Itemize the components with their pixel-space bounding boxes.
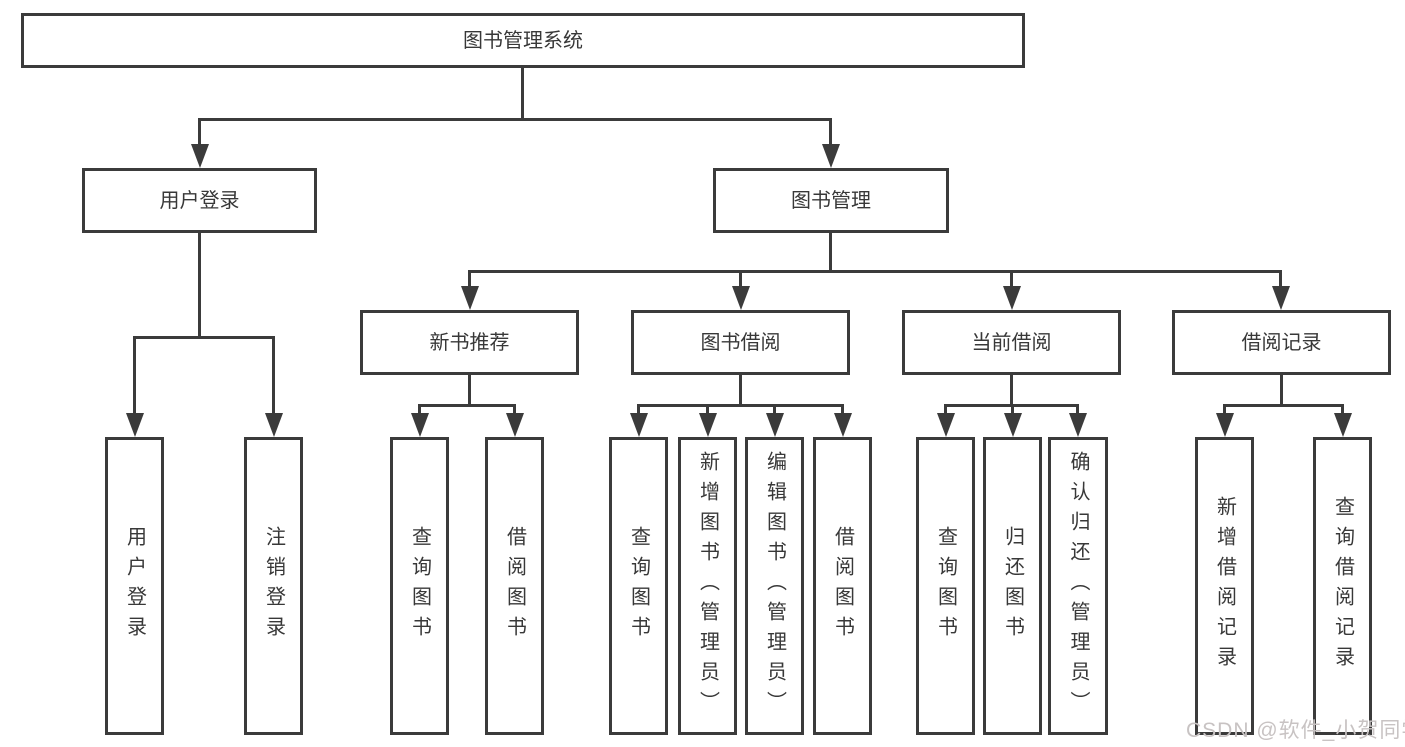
leaf-return-books: 归还图书 (983, 437, 1042, 735)
connector-line (133, 336, 136, 415)
leaf-query-books-recommend: 查询图书 (390, 437, 449, 735)
node-label: 当前借阅 (971, 331, 1052, 354)
csdn-watermark: CSDN @软件_小贺同学 (1186, 719, 1405, 742)
node-label: 用户登录 (159, 189, 240, 212)
connector-line (468, 270, 471, 290)
node-label: 新书推荐 (429, 331, 510, 354)
node-label: 查询图书 (627, 526, 650, 646)
node-book-borrowing: 图书借阅 (631, 310, 850, 375)
leaf-edit-books-admin: 编辑图书（管理员） (745, 437, 804, 735)
arrow-down-icon (411, 413, 429, 437)
leaf-borrow-books-recommend: 借阅图书 (485, 437, 544, 735)
arrow-down-icon (1069, 413, 1087, 437)
node-label: 查询图书 (934, 526, 957, 646)
connector-line (272, 336, 275, 415)
connector-line (944, 404, 947, 415)
leaf-query-books-borrowing: 查询图书 (609, 437, 668, 735)
connector-line (513, 404, 516, 415)
connector-line (1223, 404, 1344, 407)
arrow-down-icon (822, 144, 840, 168)
leaf-query-books-current: 查询图书 (916, 437, 975, 735)
node-label: 图书借阅 (700, 331, 781, 354)
connector-line (468, 375, 471, 407)
connector-line (773, 404, 776, 415)
node-label: 新增借阅记录 (1213, 496, 1236, 676)
connector-line (739, 375, 742, 407)
leaf-add-books-admin: 新增图书（管理员） (678, 437, 737, 735)
node-label: 图书管理系统 (463, 29, 583, 52)
node-current-borrowing: 当前借阅 (902, 310, 1121, 375)
connector-line (468, 270, 1282, 273)
node-label: 借阅记录 (1241, 331, 1322, 354)
connector-line (1279, 270, 1282, 290)
leaf-confirm-return-admin: 确认归还（管理员） (1048, 437, 1108, 735)
connector-line (198, 118, 201, 148)
node-new-book-recommend: 新书推荐 (360, 310, 579, 375)
node-label: 借阅图书 (503, 526, 526, 646)
arrow-down-icon (191, 144, 209, 168)
node-label: 用户登录 (123, 526, 146, 646)
connector-line (829, 233, 832, 270)
arrow-down-icon (630, 413, 648, 437)
arrow-down-icon (1004, 413, 1022, 437)
arrow-down-icon (126, 413, 144, 437)
leaf-add-borrow-record: 新增借阅记录 (1195, 437, 1254, 735)
node-borrowing-records: 借阅记录 (1172, 310, 1391, 375)
connector-line (637, 404, 844, 407)
arrow-down-icon (1216, 413, 1234, 437)
connector-line (521, 68, 524, 118)
arrow-down-icon (461, 286, 479, 310)
connector-line (1341, 404, 1344, 415)
arrow-down-icon (506, 413, 524, 437)
node-label: 新增图书（管理员） (696, 451, 719, 721)
node-label: 确认归还（管理员） (1067, 451, 1089, 721)
arrow-down-icon (937, 413, 955, 437)
node-label: 编辑图书（管理员） (763, 451, 786, 721)
node-label: 注销登录 (262, 526, 285, 646)
leaf-logout: 注销登录 (244, 437, 303, 735)
node-user-login: 用户登录 (82, 168, 317, 233)
connector-line (829, 118, 832, 148)
connector-line (1076, 404, 1079, 415)
arrow-down-icon (1334, 413, 1352, 437)
connector-line (418, 404, 516, 407)
connector-line (1280, 375, 1283, 407)
connector-line (418, 404, 421, 415)
node-label: 借阅图书 (831, 526, 854, 646)
node-label: 查询借阅记录 (1331, 496, 1354, 676)
connector-line (198, 118, 832, 121)
connector-line (1010, 270, 1013, 290)
node-label: 图书管理 (791, 189, 871, 212)
connector-line (1223, 404, 1226, 415)
arrow-down-icon (699, 413, 717, 437)
connector-line (706, 404, 709, 415)
connector-line (198, 233, 201, 336)
leaf-query-borrow-record: 查询借阅记录 (1313, 437, 1372, 735)
connector-line (1011, 404, 1014, 415)
connector-line (739, 270, 742, 290)
node-label: 归还图书 (1001, 526, 1024, 646)
arrow-down-icon (766, 413, 784, 437)
connector-line (1010, 375, 1013, 407)
node-book-management: 图书管理 (713, 168, 949, 233)
arrow-down-icon (265, 413, 283, 437)
leaf-borrow-books-borrowing: 借阅图书 (813, 437, 872, 735)
arrow-down-icon (1003, 286, 1021, 310)
connector-line (637, 404, 640, 415)
node-root: 图书管理系统 (21, 13, 1025, 68)
connector-line (133, 336, 275, 339)
leaf-user-login: 用户登录 (105, 437, 164, 735)
node-label: 查询图书 (408, 526, 431, 646)
arrow-down-icon (834, 413, 852, 437)
connector-line (841, 404, 844, 415)
arrow-down-icon (732, 286, 750, 310)
arrow-down-icon (1272, 286, 1290, 310)
